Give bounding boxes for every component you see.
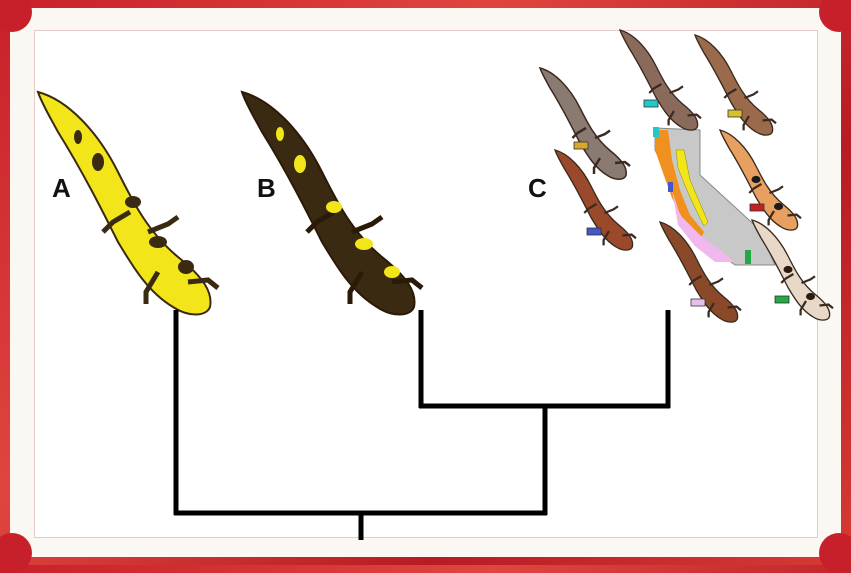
salamander-b-icon <box>242 92 422 315</box>
taxon-label-a: A <box>52 173 71 203</box>
cladogram-lines <box>173 310 671 540</box>
salamander-ring-c-icon <box>538 28 835 324</box>
taxon-label-c: C <box>528 173 547 203</box>
taxon-label-b: B <box>257 173 276 203</box>
salamander-a-icon <box>38 92 218 315</box>
